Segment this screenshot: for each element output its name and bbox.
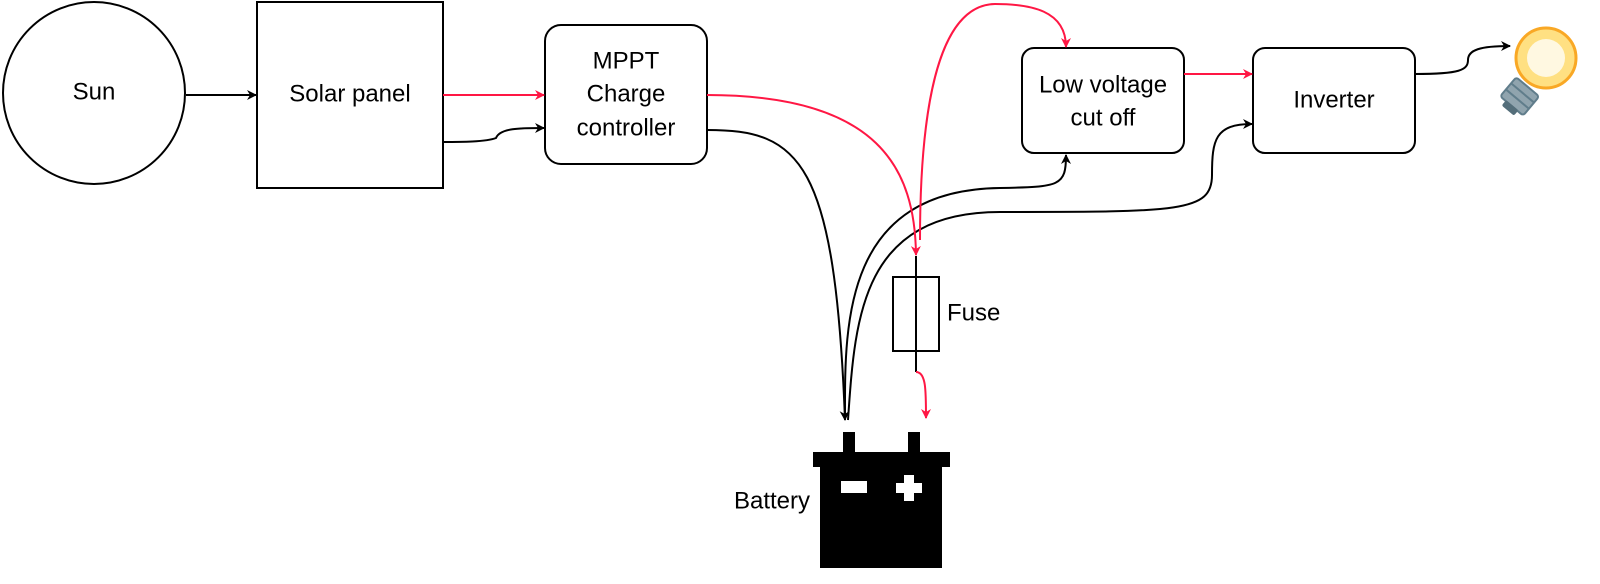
low-voltage-label-line1: Low voltage xyxy=(1039,71,1167,98)
mppt-to-fuse-positive-wire xyxy=(706,94,921,256)
fuse-label: Fuse xyxy=(947,299,1000,326)
inverter-label: Inverter xyxy=(1293,86,1374,113)
low-voltage-cutoff-node: Low voltage cut off xyxy=(1021,47,1185,154)
low-voltage-label-line2: cut off xyxy=(1071,104,1136,131)
mppt-label-line3: controller xyxy=(577,114,676,141)
sun-node: Sun xyxy=(2,1,186,185)
battery-icon xyxy=(813,432,950,568)
inverter-to-bulb-wire xyxy=(1414,41,1511,75)
battery-node: Battery xyxy=(734,432,950,568)
fuse-node: Fuse xyxy=(892,256,1000,372)
mppt-label-line1: MPPT xyxy=(593,47,660,74)
inverter-node: Inverter xyxy=(1252,47,1416,154)
panel-to-mppt-negative-wire xyxy=(442,123,545,143)
sun-label: Sun xyxy=(73,78,116,105)
mppt-charge-controller-node: MPPT Charge controller xyxy=(544,24,708,165)
battery-to-inverter-negative-wire xyxy=(847,119,1253,421)
battery-label: Battery xyxy=(734,487,810,514)
solar-panel-node: Solar panel xyxy=(256,1,444,189)
fuse-to-lvc-positive-wire xyxy=(919,2,1071,241)
mppt-label-line2: Charge xyxy=(587,80,666,107)
fuse-to-battery-positive-wire xyxy=(915,371,931,419)
mppt-to-battery-negative-wire xyxy=(706,129,850,421)
battery-to-lvc-negative-wire xyxy=(843,154,1071,421)
light-bulb-icon xyxy=(1500,26,1578,116)
solar-panel-label: Solar panel xyxy=(289,80,410,107)
